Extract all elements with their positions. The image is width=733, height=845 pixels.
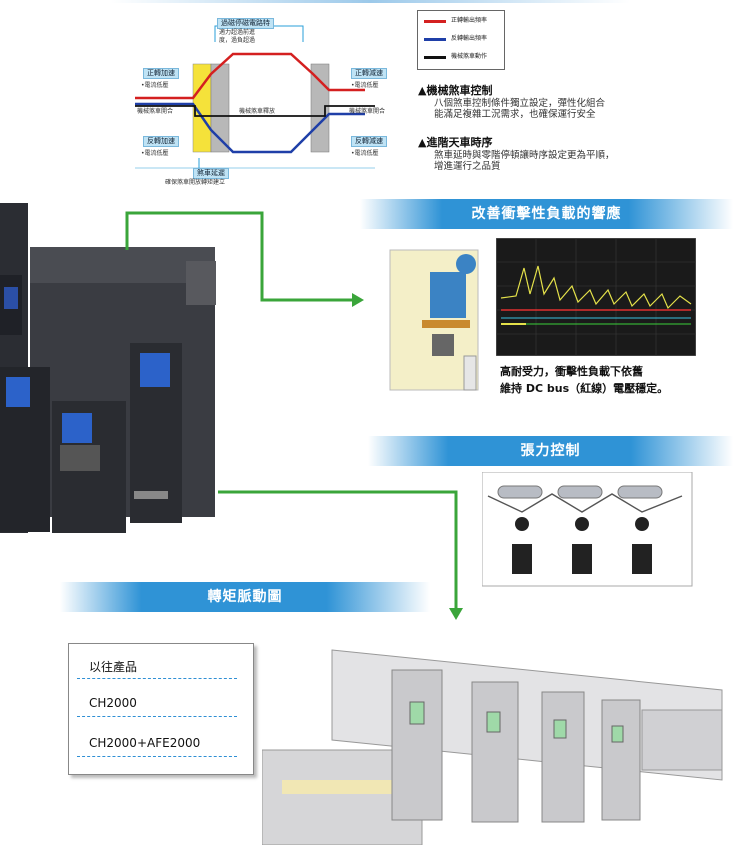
right-lower-sub: •電流低壓: [351, 150, 379, 157]
press-machine-image: [389, 249, 479, 391]
printing-machine-image: [262, 649, 723, 845]
bottom-tag: 煞車延遲: [193, 168, 229, 179]
right-lower-tag: 反轉減速: [351, 136, 387, 147]
bottom-sub: 確保煞車開放轉矩建立: [165, 179, 226, 186]
impact-caption-line-1: 高耐受力，衝擊性負載下依舊: [500, 365, 643, 378]
impact-section-banner: 改善衝擊性負載的響應: [360, 199, 733, 229]
top-label: 過磁停磁電路特: [217, 18, 274, 29]
torque-section-banner: 轉矩脈動圖: [60, 582, 430, 612]
feature-title: ▲機械煞車控制: [418, 84, 493, 97]
right-mid-label: 機械煞車開合: [349, 108, 386, 115]
impact-caption-line-2: 維持 DC bus（紅線）電壓穩定。: [500, 382, 669, 395]
legend-item-reverse: 反轉輸出頻率: [424, 34, 502, 44]
center-mid-label: 機械煞車釋放: [239, 108, 276, 115]
top-decor-line: [110, 0, 630, 3]
diagram-legend: 正轉輸出頻率 反轉輸出頻率 機械煞車動作: [417, 10, 505, 70]
left-lower-tag: 反轉加速: [143, 136, 179, 147]
top-label-line-3: 度，過負超過: [219, 37, 256, 44]
comparison-item-legacy: 以往產品: [89, 660, 138, 674]
legend-item-forward: 正轉輸出頻率: [424, 16, 502, 26]
comparison-divider: [77, 678, 237, 679]
feature-line: 煞車延時與零階停頓讓時序設定更為平順，: [434, 150, 615, 161]
left-mid-label: 機械煞車開合: [137, 108, 174, 115]
feature-crane-timing: ▲進階天車時序 煞車延時與零階停頓讓時序設定更為平順， 增進運行之品質: [418, 134, 615, 172]
tension-control-image: [482, 472, 693, 587]
feature-line: 增進運行之品質: [434, 161, 501, 172]
feature-line: 八個煞車控制條件獨立設定，彈性化組合: [434, 98, 606, 109]
comparison-box: 以往產品 CH2000 CH2000+AFE2000: [68, 643, 254, 775]
left-upper-tag: 正轉加速: [143, 68, 179, 79]
tension-section-banner: 張力控制: [368, 436, 733, 466]
right-upper-tag: 正轉減速: [351, 68, 387, 79]
left-lower-sub: •電流低壓: [141, 150, 169, 157]
comparison-divider: [77, 716, 237, 717]
comparison-divider: [77, 756, 237, 757]
drive-products-image: [0, 203, 216, 533]
feature-title: ▲進階天車時序: [418, 136, 493, 149]
dc-bus-oscilloscope: [496, 238, 696, 356]
timing-waveforms: [135, 25, 375, 174]
feature-brake-control: ▲機械煞車控制 八個煞車控制條件獨立設定，彈性化組合 能滿足複雜工況需求，也確保…: [418, 82, 605, 120]
top-label-line-2: 適力超過前進: [219, 29, 256, 36]
comparison-item-ch2000-afe2000: CH2000+AFE2000: [89, 736, 201, 750]
brake-timing-diagram: 過磁停磁電路特 適力超過前進 度，過負超過 正轉加速 •電流低壓 正轉減速 •電…: [135, 18, 405, 188]
left-upper-sub: •電流低壓: [141, 82, 169, 89]
legend-item-brake: 機械煞車動作: [424, 52, 502, 62]
feature-line: 能滿足複雜工況需求，也確保運行安全: [434, 109, 596, 120]
right-upper-sub: •電流低壓: [351, 82, 379, 89]
comparison-item-ch2000: CH2000: [89, 696, 137, 710]
